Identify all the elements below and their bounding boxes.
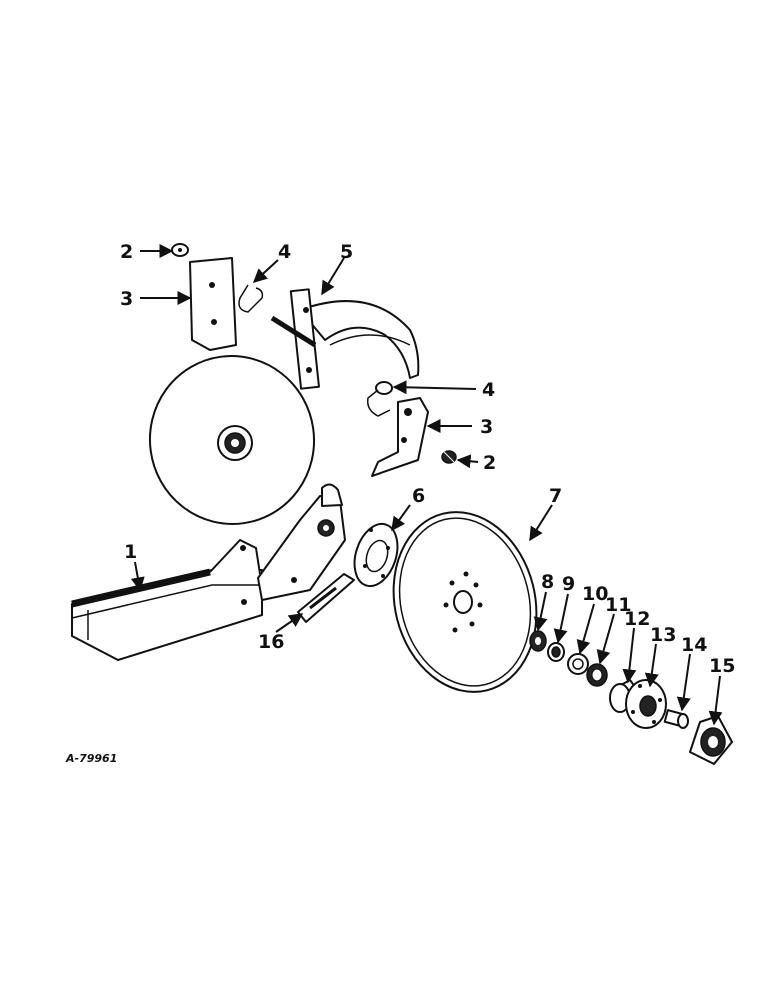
spring-clip-right [366,381,393,417]
scraper-shield [270,288,420,390]
figure-code: A-79961 [65,752,117,765]
cap-screw [663,709,689,729]
leader-lines [130,244,723,726]
callout-4-top: 4 [278,241,291,263]
bearing-cone [547,642,565,662]
disc-blade [148,355,316,525]
callout-15: 15 [709,655,735,677]
callout-3-right: 3 [480,416,493,438]
callout-4-right: 4 [482,379,495,401]
bracket-left [189,257,237,351]
hub [609,679,667,729]
scraper-plate [297,573,355,623]
callout-9: 9 [562,573,575,595]
bearing-retainer [586,663,608,687]
bolt-top [171,243,189,257]
dust-cap [689,715,733,765]
callout-8: 8 [541,571,554,593]
bearing-cup [567,653,589,675]
callout-13: 13 [650,624,676,646]
callout-12: 12 [624,608,650,630]
flange-washer [353,522,399,588]
callout-7: 7 [549,485,562,507]
callout-2-top: 2 [120,241,133,263]
callout-5: 5 [340,241,353,263]
callout-labels: 2 3 4 5 4 3 2 1 6 7 8 9 10 11 12 13 14 1… [120,241,735,677]
bracket-right [371,397,429,477]
callout-16: 16 [258,631,284,653]
disc-rear [392,511,538,693]
bearing-seal [529,630,547,652]
callout-6: 6 [412,485,425,507]
callout-2-right: 2 [483,452,496,474]
callout-14: 14 [681,634,707,656]
callout-10: 10 [582,583,608,605]
bolt-right [441,450,457,464]
callout-3-top: 3 [120,288,133,310]
spring-clip-top [238,284,264,313]
callout-11: 11 [605,594,631,616]
callout-1: 1 [124,541,137,563]
